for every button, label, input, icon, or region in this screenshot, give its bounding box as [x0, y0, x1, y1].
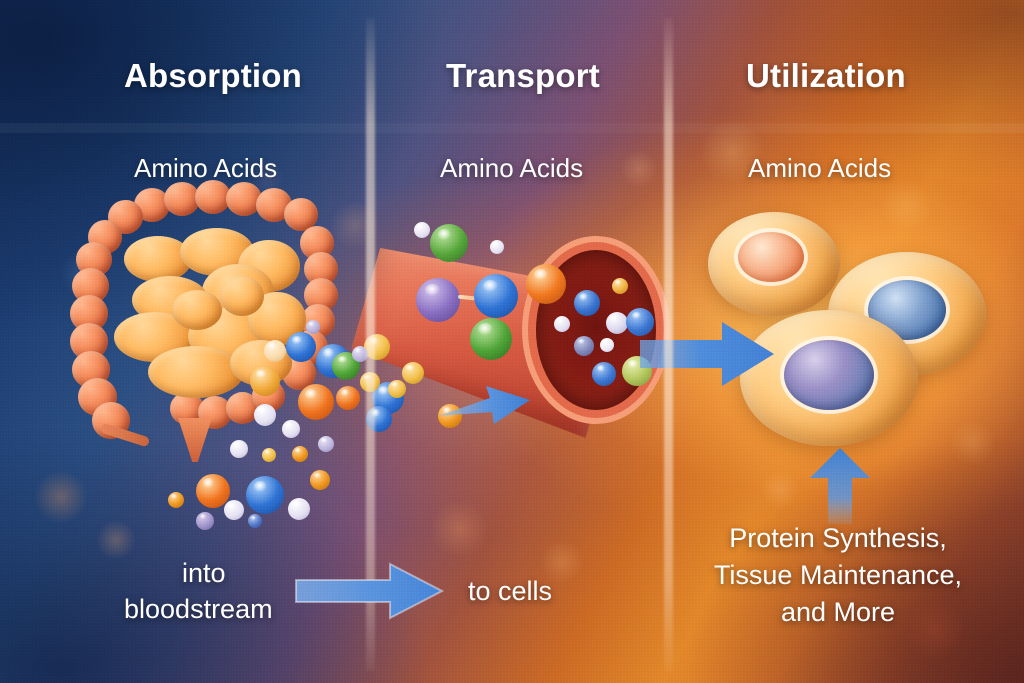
- blood-vessel-illustration: [378, 212, 658, 442]
- arrow-utilization-uses: [804, 448, 876, 524]
- caption-absorption-line1: into: [182, 558, 226, 588]
- cells-illustration: [700, 206, 1000, 456]
- intestine-illustration: [52, 180, 342, 480]
- caption-utilization-line3: and More: [780, 597, 896, 627]
- arrow-absorption-to-transport: [294, 560, 444, 622]
- caption-absorption-line2: bloodstream: [124, 594, 273, 624]
- panel-subtitle-utilization: Amino Acids: [748, 153, 892, 183]
- arrow-into-vessel: [438, 378, 532, 434]
- nucleus-orange: [738, 232, 804, 282]
- caption-transport-line1: to cells: [468, 576, 553, 606]
- panel-title-transport: Transport: [446, 57, 600, 94]
- caption-utilization-line2: Tissue Maintenance,: [713, 560, 963, 590]
- caption-utilization-line1: Protein Synthesis,: [729, 523, 947, 553]
- panel-subtitle-transport: Amino Acids: [440, 153, 584, 183]
- header-band: [0, 123, 1024, 133]
- panel-divider-2: [664, 18, 673, 671]
- cell-top-left: [708, 212, 840, 316]
- arrow-transport-to-utilization: [640, 316, 776, 392]
- panel-title-utilization: Utilization: [746, 57, 906, 94]
- panel-title-absorption: Absorption: [124, 57, 302, 94]
- nucleus-blue-bottom: [784, 340, 874, 410]
- panel-divider-1: [366, 18, 375, 671]
- panel-subtitle-absorption: Amino Acids: [134, 153, 278, 183]
- cell-bottom: [740, 310, 918, 446]
